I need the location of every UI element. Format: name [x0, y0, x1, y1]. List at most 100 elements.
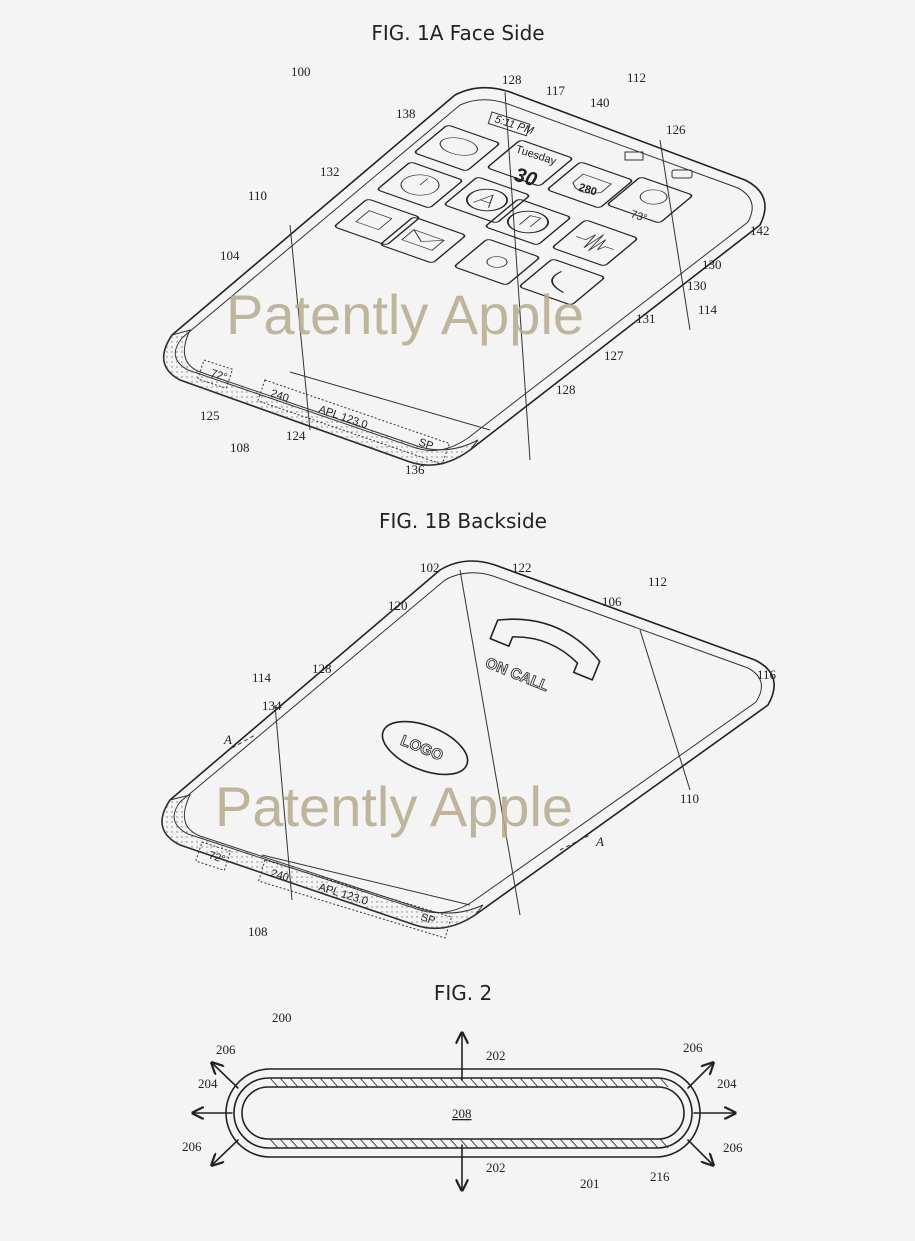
hatch-line — [309, 1077, 319, 1088]
hatch-line — [639, 1077, 649, 1088]
edge-value: 240 — [269, 867, 290, 884]
ref-label: 204 — [198, 1076, 218, 1091]
edge-ticker-suffix: SP — [417, 436, 435, 452]
figure-2: FIG. 2 200 206 204 206 202 202 201 216 2… — [182, 981, 743, 1191]
bottom-edge-display — [161, 794, 484, 929]
arrow-up-left — [212, 1063, 239, 1089]
hatch-line — [439, 1077, 449, 1088]
hatch-line — [429, 1138, 439, 1149]
section-marker — [231, 734, 256, 749]
reference-numerals: 200 206 204 206 202 202 201 216 206 204 … — [182, 1010, 743, 1191]
ref-label: 202 — [486, 1048, 506, 1063]
ref-label: 125 — [200, 408, 220, 423]
figure-1a-title: FIG. 1A Face Side — [371, 21, 544, 45]
app-store-icon — [444, 177, 530, 223]
video-icon — [334, 199, 420, 245]
battery-icon — [671, 169, 693, 179]
edge-value: 240 — [269, 387, 290, 404]
section-line — [639, 629, 691, 791]
hatch-line — [519, 1138, 529, 1149]
clock-icon — [377, 162, 463, 208]
hatch-line — [359, 1077, 369, 1088]
hatch-line — [609, 1138, 619, 1149]
section-line — [459, 569, 521, 916]
hatch-line — [559, 1138, 569, 1149]
weather-icon — [607, 177, 693, 223]
edge-temp: 72° — [207, 849, 227, 866]
hatch-line — [519, 1077, 529, 1088]
hatch-line — [489, 1138, 499, 1149]
highway-number: 280 — [577, 181, 598, 198]
hatch-line — [589, 1138, 599, 1149]
ref-label: 127 — [604, 348, 624, 363]
hatch-line — [269, 1077, 279, 1088]
hatch-line — [489, 1077, 499, 1088]
hatch-line — [409, 1138, 419, 1149]
logo-label: LOGO — [398, 732, 446, 764]
hatch-line — [419, 1138, 429, 1149]
hatch-line — [499, 1077, 509, 1088]
hatch-line — [339, 1077, 349, 1088]
hatch-line — [299, 1077, 309, 1088]
hatch-line — [459, 1138, 469, 1149]
ref-label: 128 — [502, 72, 522, 87]
ref-label: 206 — [723, 1140, 743, 1155]
ref-label: 128 — [556, 382, 576, 397]
ref-label: 128 — [312, 661, 332, 676]
hatch-line — [299, 1138, 309, 1149]
ref-label: 206 — [683, 1040, 703, 1055]
hatch-line — [479, 1077, 489, 1088]
time-box — [487, 111, 531, 137]
hatch-line — [569, 1138, 579, 1149]
hatch-line — [579, 1077, 589, 1088]
temp-box — [197, 359, 234, 389]
bottom-edge-display — [163, 329, 479, 466]
hatch-line — [629, 1077, 639, 1088]
ref-label: 112 — [627, 70, 646, 85]
hatch-line — [619, 1077, 629, 1088]
hatch-line — [409, 1077, 419, 1088]
music-icon — [485, 199, 571, 245]
ref-label: 216 — [650, 1169, 670, 1184]
ref-label: 117 — [546, 83, 566, 98]
device-outline — [162, 86, 766, 466]
hatch-line — [279, 1138, 289, 1149]
hatch-line — [529, 1077, 539, 1088]
ref-label: 206 — [182, 1139, 202, 1154]
hatch-line — [369, 1077, 379, 1088]
hatch-line — [579, 1138, 589, 1149]
calendar-icon — [487, 140, 573, 186]
edge-divider — [289, 371, 491, 431]
ref-label: 132 — [320, 164, 340, 179]
hatch-line — [649, 1077, 659, 1088]
status-time: 5:11 PM — [493, 113, 536, 137]
ref-label: 130 — [687, 278, 707, 293]
watermark: Patently Apple — [215, 775, 573, 838]
ref-label: 100 — [291, 64, 311, 79]
hatch-line — [499, 1138, 509, 1149]
hatch-line — [389, 1077, 399, 1088]
ref-label: 122 — [512, 560, 532, 575]
edge-ticker-suffix: SP — [419, 911, 437, 927]
ticker-box — [257, 859, 453, 939]
ref-label: 206 — [216, 1042, 236, 1057]
hatch-line — [539, 1077, 549, 1088]
ref-label: 104 — [220, 248, 240, 263]
weather-temp: 73° — [629, 208, 649, 225]
ref-label: 204 — [717, 1076, 737, 1091]
hatch-line — [639, 1138, 649, 1149]
ref-label: 134 — [262, 698, 282, 713]
hatch-line — [389, 1138, 399, 1149]
ticker-box — [257, 379, 451, 465]
hatch-line — [509, 1138, 519, 1149]
hatch-line — [419, 1077, 429, 1088]
hatch-line — [449, 1077, 459, 1088]
on-call-icon: ON CALL — [483, 618, 601, 696]
inner-cavity — [241, 1086, 685, 1140]
hatch-line — [659, 1077, 669, 1088]
ref-label: 136 — [405, 462, 425, 477]
mail-icon — [380, 217, 466, 263]
hatch-line — [429, 1077, 439, 1088]
ref-label: 114 — [698, 302, 718, 317]
